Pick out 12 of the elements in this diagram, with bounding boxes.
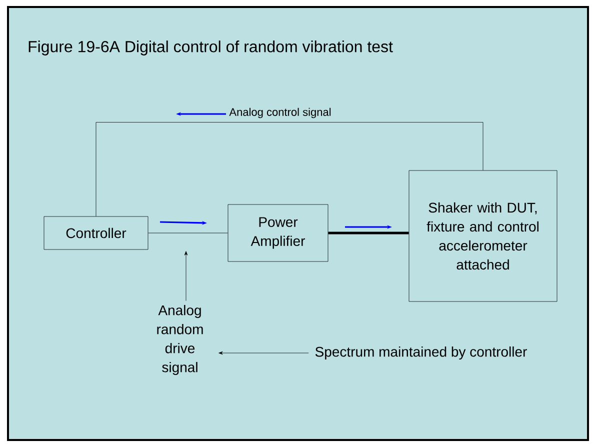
connector-line — [328, 232, 409, 234]
title: Figure 19-6A Digital control of random vibration test — [28, 40, 393, 56]
process-box: Power Amplifier — [228, 204, 328, 262]
connector-line — [148, 232, 228, 234]
leader-line — [184, 251, 188, 301]
text-label: Analog random drive signal — [157, 304, 203, 376]
process-box: Controller — [44, 216, 148, 250]
edge-label: Analog control signal — [229, 108, 331, 118]
connector-line — [96, 122, 484, 216]
process-box: Shaker with DUT, fixture and control accelerometer attached — [408, 170, 558, 302]
text-label: Spectrum maintained by controller — [315, 346, 527, 360]
leader-line — [218, 351, 309, 355]
